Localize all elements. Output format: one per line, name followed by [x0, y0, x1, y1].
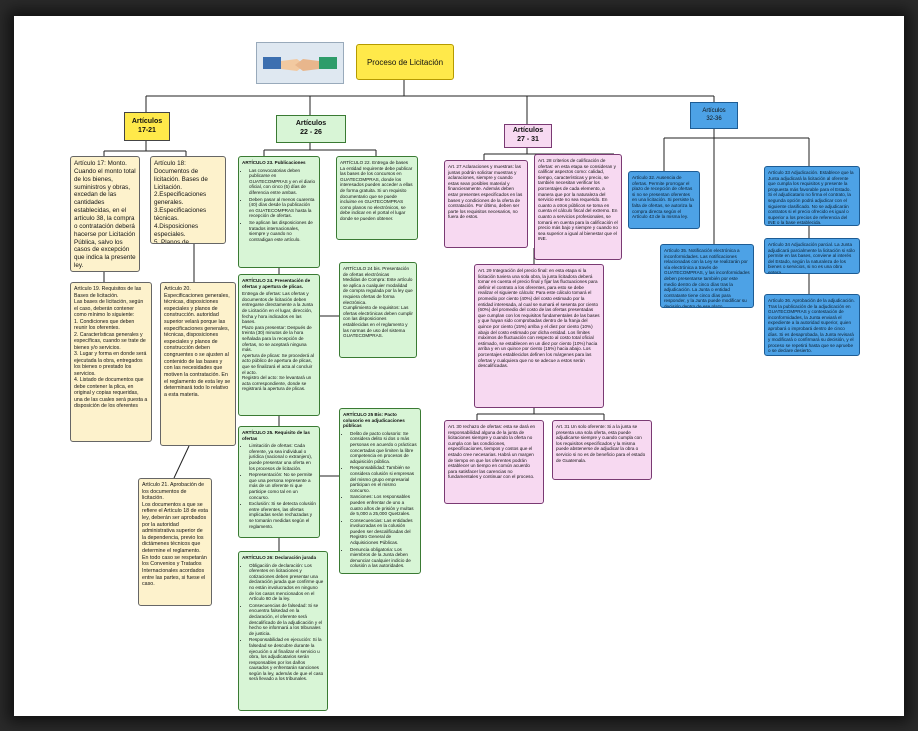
diagram-title: Proceso de Licitación: [356, 44, 454, 80]
articulo-24-title: ARTÍCULO 24. Presentación de ofertas y a…: [242, 278, 316, 289]
articulo-23-title: ARTÍCULO 23. Publicaciones: [242, 160, 316, 166]
articulo-25-item: Exclusión: Si se detecta colusión entre …: [249, 501, 316, 529]
node-articulo-23: ARTÍCULO 23. Publicaciones Las convocato…: [238, 156, 320, 268]
node-articulo-25-bis: ARTÍCULO 25 Bis: Pacto colusorio en adju…: [339, 408, 421, 574]
articulo-31-text: Art. 31 Un solo oferente: Si a la junta …: [556, 424, 648, 463]
articulo-26-item: Obligación de declaración: Los oferentes…: [249, 563, 324, 602]
articulo-25-bis-item: Denuncia obligatoria: Los miembros de la…: [350, 547, 417, 569]
handshake-logo-icon: [256, 42, 344, 84]
node-articulo-18: Artículo 18: Documentos de licitación. B…: [150, 156, 226, 244]
node-articulo-26: ARTÍCULO 26: Declaración jurada Obligaci…: [238, 551, 328, 711]
node-articulo-36: Artículo 36. Aprobación de la adjudicaci…: [764, 294, 860, 356]
articulo-26-title: ARTÍCULO 26: Declaración jurada: [242, 555, 324, 561]
node-articulo-24: ARTÍCULO 24. Presentación de ofertas y a…: [238, 274, 320, 416]
node-articulo-19: Artículo 19. Requisitos de las Bases de …: [70, 282, 152, 442]
node-articulo-20: Artículo 20. Especificaciones generales,…: [160, 282, 236, 446]
articulo-35-text: Artículo 35. Notificación electrónica a …: [664, 248, 750, 308]
node-articulo-22: ARTÍCULO 22. Entrega de bases La entidad…: [336, 156, 418, 240]
node-articulo-33: Artículo 33 Adjudicación. Establece que …: [764, 166, 860, 226]
articulo-23-item: Se aplican las disposiciones de tratados…: [249, 220, 316, 242]
articulo-25-bis-item: Responsabilidad: También se considera co…: [350, 465, 417, 493]
articulo-26-item: Responsabilidad en ejecución: Si la fals…: [249, 637, 324, 682]
articulo-25-item: Limitación de ofertas: Cada oferente, ya…: [249, 443, 316, 471]
articulo-34-text: Artículo 34 Adjudicación parcial. La Jun…: [768, 242, 856, 274]
articulo-33-text: Artículo 33 Adjudicación. Establece que …: [768, 170, 856, 226]
articulo-26-item: Consecuencias de falsedad: Si se encuent…: [249, 603, 324, 637]
node-articulo-21: Artículo 21. Aprobación de los documento…: [138, 478, 212, 606]
node-articulo-29: Art. 29 Integración del precio final: en…: [474, 264, 604, 408]
node-articulo-24-bis: ARTÍCULO 24 bis. Presentación de ofertas…: [339, 262, 417, 358]
articulo-25-item: Representación: No se permite que una pe…: [249, 472, 316, 500]
node-articulo-27: Art. 27 Aclaraciones y muestras: las jun…: [444, 160, 528, 248]
articulo-24-bis-text: ARTÍCULO 24 bis. Presentación de ofertas…: [343, 266, 413, 339]
articulo-21-text: Artículo 21. Aprobación de los documento…: [142, 482, 208, 588]
articulo-17-text: Artículo 17: Monto. Cuando el monto tota…: [74, 160, 136, 270]
articulo-24-text: Entrega de ofertas: Las ofertas y docume…: [242, 291, 316, 392]
articulo-25-bis-item: Delito de pacto colusorio: Se considera …: [350, 431, 417, 465]
node-articulo-25: ARTÍCULO 25. Requisito de las ofertas Li…: [238, 426, 320, 538]
mind-map-page: Proceso de Licitación Artículos 17-21 Ar…: [14, 16, 904, 716]
node-articulo-34: Artículo 34 Adjudicación parcial. La Jun…: [764, 238, 860, 274]
node-articulo-31: Art. 31 Un solo oferente: Si a la junta …: [552, 420, 652, 480]
node-articulo-30: Art. 30 rechazo de ofertas: esta se dará…: [444, 420, 544, 504]
articulo-32-text: Artículo 32. Ausencia de ofertas. Permit…: [632, 175, 696, 220]
node-articulo-32: Artículo 32. Ausencia de ofertas. Permit…: [628, 171, 700, 229]
header-articulos-17-21: Artículos 17-21: [124, 112, 170, 141]
articulo-22-text: ARTÍCULO 22. Entrega de bases La entidad…: [340, 160, 414, 222]
articulo-19-text: Artículo 19. Requisitos de las Bases de …: [74, 286, 148, 410]
articulo-25-bis-title: ARTÍCULO 25 Bis: Pacto colusorio en adju…: [343, 412, 417, 429]
header-articulos-27-31: Artículos 27 - 31: [504, 124, 552, 148]
articulo-20-text: Artículo 20. Especificaciones generales,…: [164, 286, 232, 398]
header-articulos-22-26: Artículos 22 - 26: [276, 115, 346, 143]
node-articulo-35: Artículo 35. Notificación electrónica a …: [660, 244, 754, 308]
articulo-18-text: Artículo 18: Documentos de licitación. B…: [154, 160, 222, 244]
articulo-27-text: Art. 27 Aclaraciones y muestras: las jun…: [448, 164, 524, 220]
articulo-25-bis-item: Sanciones: Los responsables pueden enfre…: [350, 494, 417, 516]
articulo-25-bis-item: Consecuencias: Las entidades involucrada…: [350, 518, 417, 546]
node-articulo-17: Artículo 17: Monto. Cuando el monto tota…: [70, 156, 140, 272]
articulo-29-text: Art. 29 Integración del precio final: en…: [478, 268, 600, 369]
node-articulo-28: Art. 28 criterios de calificación de ofe…: [534, 154, 622, 260]
articulo-23-item: Las convocatorias deben publicarse en GU…: [249, 168, 316, 196]
articulo-25-title: ARTÍCULO 25. Requisito de las ofertas: [242, 430, 316, 441]
articulo-23-item: Deben pasar al menos cuarenta (40) días …: [249, 197, 316, 219]
articulo-36-text: Artículo 36. Aprobación de la adjudicaci…: [768, 298, 856, 354]
header-articulos-32-36: Artículos 32-36: [690, 102, 738, 129]
articulo-28-text: Art. 28 criterios de calificación de ofe…: [538, 158, 618, 242]
articulo-30-text: Art. 30 rechazo de ofertas: esta se dará…: [448, 424, 540, 480]
